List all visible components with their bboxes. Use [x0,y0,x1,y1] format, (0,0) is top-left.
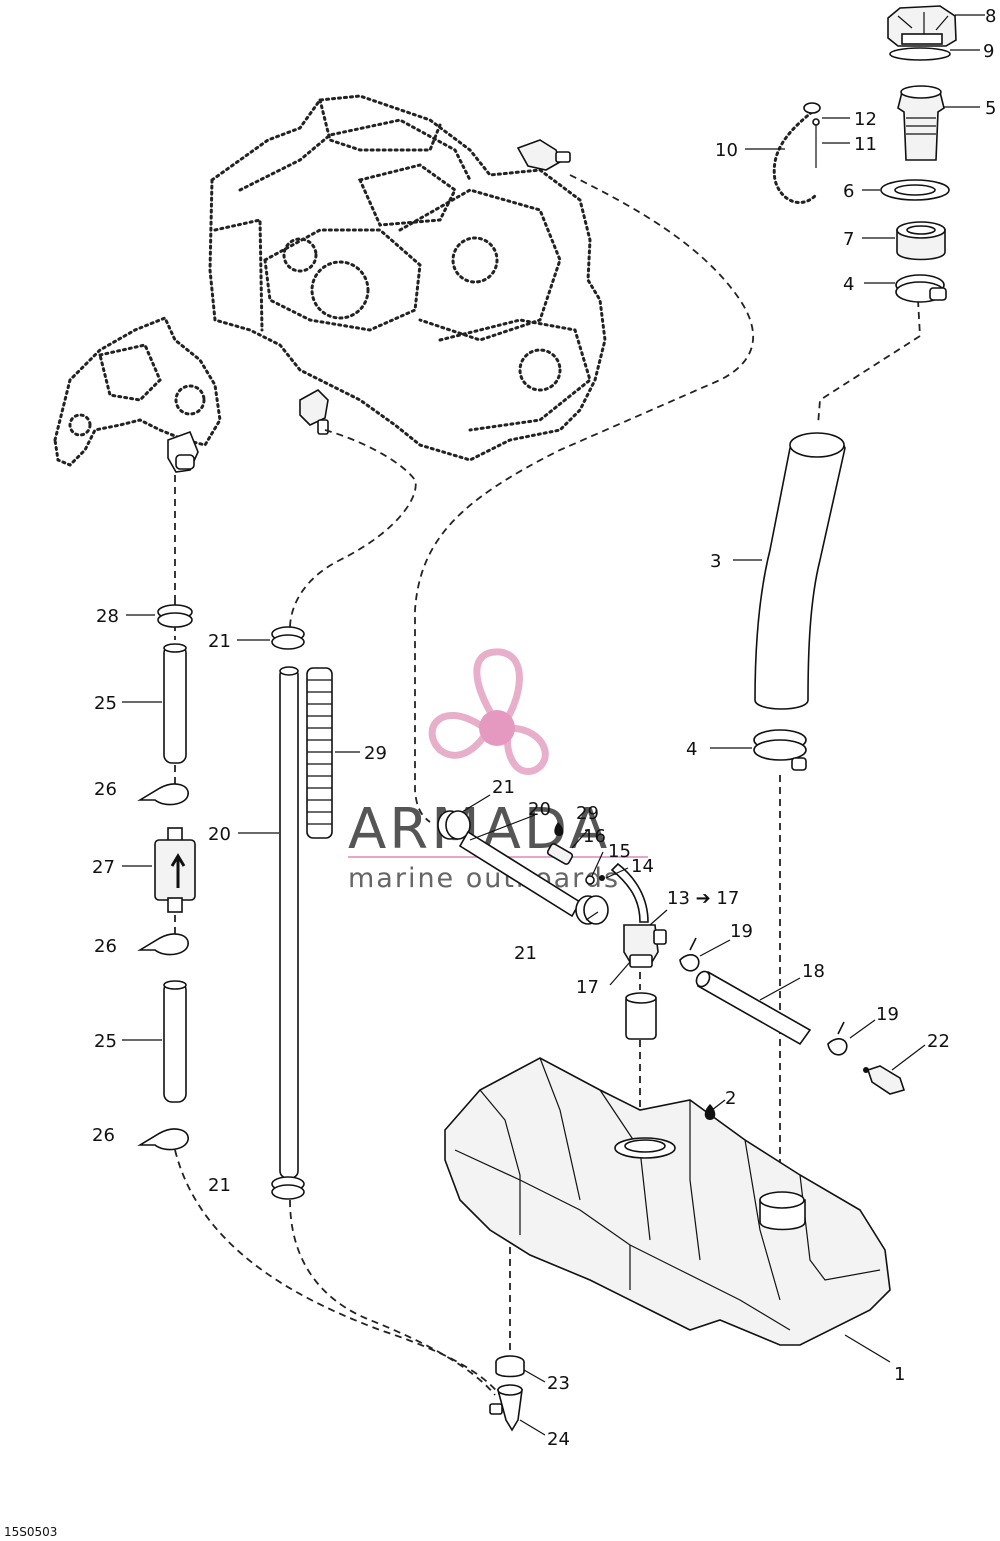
filler-hose [754,432,846,710]
clamp-21-valve-lower [575,895,609,925]
callout-20-long: 20 [208,824,231,845]
clip-26-upper [137,783,189,806]
fuel-filter [154,827,196,913]
vent-hose-18 [695,970,812,1046]
callout-13-to-17: 13 ➔ 17 [667,888,739,909]
callout-28: 28 [96,606,119,627]
filler-washer [880,179,950,201]
armada-logo-icon [428,648,549,775]
callout-22: 22 [927,1031,950,1052]
grommet-23 [495,1355,525,1378]
clip-19-upper [679,937,700,972]
fuel-pump-phantom-outline [53,316,222,467]
callout-19-lower: 19 [876,1004,899,1025]
callout-1: 1 [894,1364,905,1385]
fuel-tank [444,1057,891,1346]
callout-9: 9 [983,41,994,62]
callout-15: 15 [608,841,631,862]
callout-numbers: 8 9 5 12 11 10 6 7 4 3 4 28 25 26 27 26 … [92,6,996,1450]
hose-25-upper [163,643,187,764]
rubber-grommet [625,992,657,1040]
fitting-16 [546,843,574,865]
filler-nut [896,221,946,261]
callout-26-middle: 26 [94,936,117,957]
drop-29 [554,822,564,836]
engine-fitting-top [516,139,571,171]
callout-29-sleeve: 29 [364,743,387,764]
callout-14: 14 [631,856,654,877]
clip-26-lower [137,1128,189,1151]
callout-8: 8 [985,6,996,27]
callout-17: 17 [576,977,599,998]
callout-4-lower: 4 [686,739,697,760]
callout-10: 10 [715,140,738,161]
pump-outlet-fitting [167,430,199,473]
callout-16: 16 [583,826,606,847]
callout-26-upper: 26 [94,779,117,800]
clip-26-middle [137,933,189,956]
engine-fitting-left [299,389,329,435]
t-fitting-24 [489,1384,523,1432]
callout-7: 7 [843,229,854,250]
callout-21-valve-upper: 21 [492,777,515,798]
hose-20-short [458,830,582,918]
callout-3: 3 [710,551,721,572]
callout-24: 24 [547,1429,570,1450]
callout-leaders [122,14,985,1436]
cap-gasket [889,47,951,61]
callout-18: 18 [802,961,825,982]
callout-4-upper: 4 [843,274,854,295]
washer-15-and-14 [585,875,605,885]
callout-25-lower: 25 [94,1031,117,1052]
callout-5: 5 [985,98,996,119]
clamp-28 [157,604,193,628]
filler-clamp [895,274,947,303]
callout-26-lower: 26 [92,1125,115,1146]
hose-routing-lines [174,174,921,1396]
callout-25-upper: 25 [94,693,117,714]
long-hose-20 [279,666,299,1179]
clamp-21-valve-upper [437,810,471,840]
callout-20-short: 20 [528,799,551,820]
watermark-subtitle: marine outboards [348,863,620,894]
callout-19-upper: 19 [730,921,753,942]
clamp-21-bottom [271,1176,305,1200]
tether-chain [772,102,821,204]
callout-21-top: 21 [208,631,231,652]
check-valve-22 [863,1065,906,1095]
clamp-21-top [271,626,305,650]
callout-21-bottom: 21 [208,1175,231,1196]
callout-6: 6 [843,181,854,202]
spiral-sleeve-29 [306,667,333,839]
diagram-code: 15S0503 [4,1525,57,1539]
fuel-cap [887,5,957,47]
callout-2: 2 [725,1088,736,1109]
callout-21-valve-lower: 21 [514,943,537,964]
hose-25-lower [163,980,187,1103]
engine-phantom-outline [208,94,607,462]
callout-23: 23 [547,1373,570,1394]
filler-neck [897,85,945,161]
callout-12: 12 [854,109,877,130]
hose-clamp-lower [753,729,807,771]
callout-11: 11 [854,134,877,155]
drop-2 [704,1104,716,1120]
callout-27: 27 [92,857,115,878]
callout-29-drop: 29 [576,803,599,824]
clip-19-lower [827,1021,848,1056]
valve-elbow-17 [610,862,667,968]
